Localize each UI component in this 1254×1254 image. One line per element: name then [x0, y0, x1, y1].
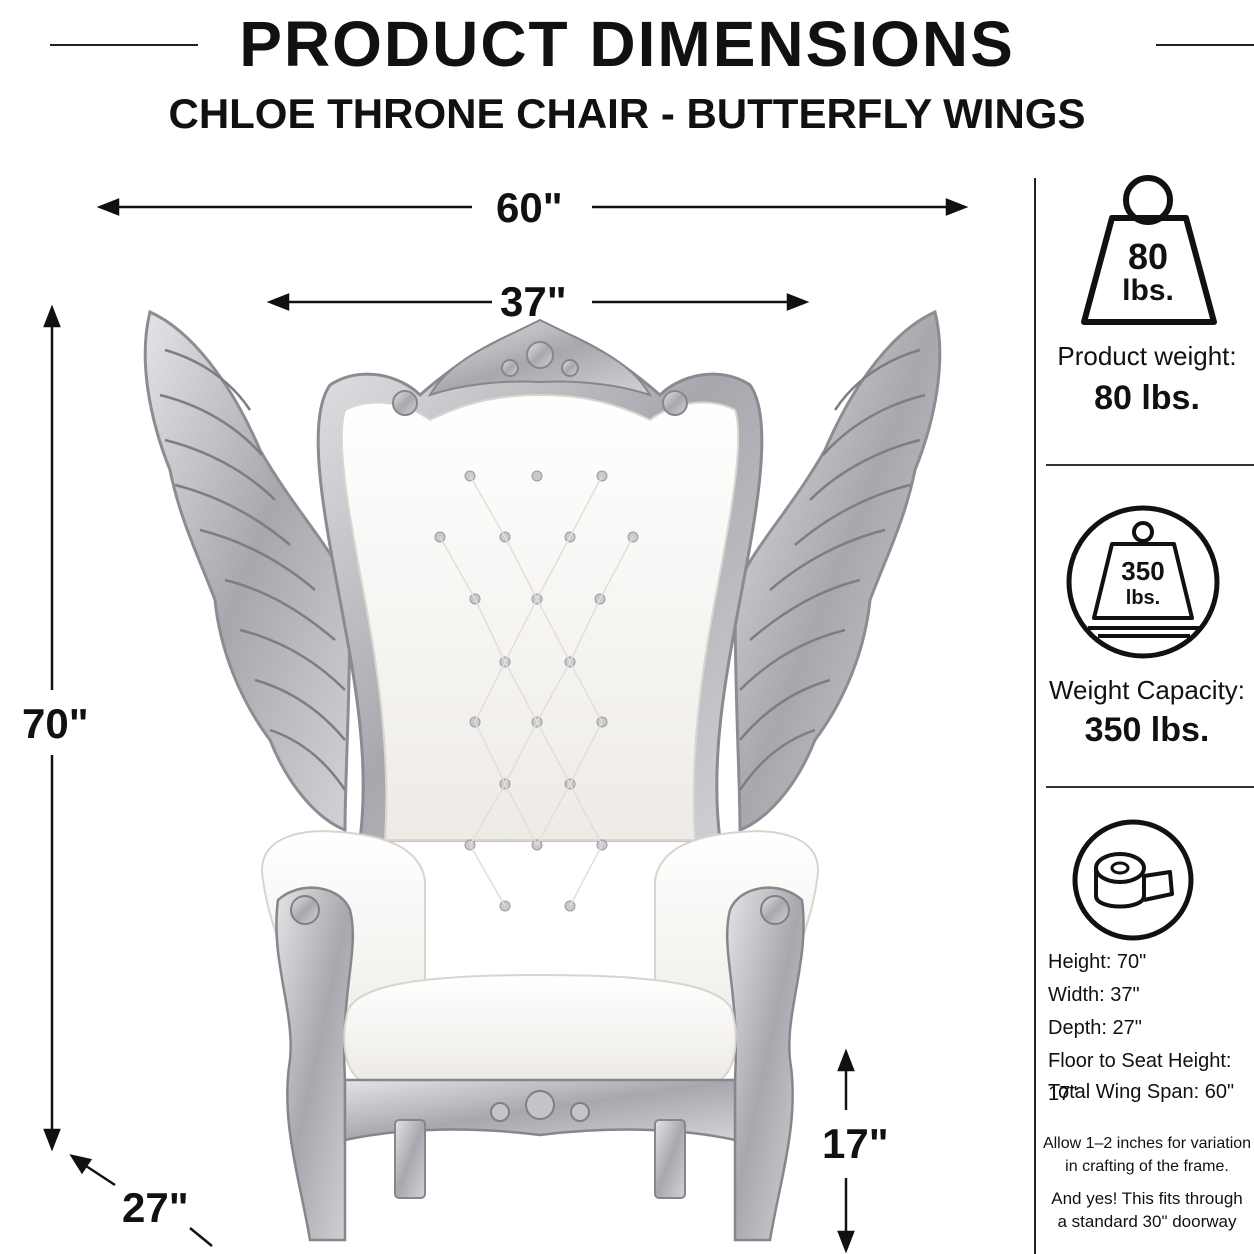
seat-apron — [343, 1078, 737, 1142]
height-label: 70" — [22, 700, 89, 747]
backrest-cushion — [340, 393, 740, 841]
panel-separator-1 — [1046, 464, 1254, 466]
spec-depth: Depth: 27" — [1048, 1017, 1142, 1039]
header-rule-left — [50, 44, 198, 46]
product-weight-label: Product weight: — [1057, 341, 1237, 371]
crest-ornament — [392, 318, 688, 416]
product-weight-value: 80 lbs. — [1094, 379, 1200, 417]
capacity-icon-unit: lbs. — [1125, 587, 1161, 609]
doorway-note-line2: a standard 30" doorway — [1057, 1212, 1237, 1231]
page-subtitle: CHLOE THRONE CHAIR - BUTTERFLY WINGS — [168, 90, 1086, 137]
panel-divider — [1034, 178, 1036, 1254]
wing-span-label: 60" — [496, 184, 563, 231]
weight-icon-value: 80 — [1127, 236, 1169, 277]
chair-legs — [394, 1119, 686, 1199]
depth-label: 27" — [122, 1184, 189, 1231]
right-wing — [733, 309, 942, 833]
spec-seat-height: Floor to Seat Height: 17" — [1048, 1050, 1232, 1105]
throne-chair-illustration — [43, 198, 969, 1254]
spec-height: Height: 70" — [1048, 951, 1147, 973]
header-rule-right — [1156, 44, 1254, 46]
capacity-icon-value: 350 — [1121, 556, 1165, 586]
weight-icon-unit: lbs. — [1122, 274, 1174, 307]
page-title: PRODUCT DIMENSIONS — [239, 8, 1015, 80]
seat-height-label: 17" — [822, 1120, 889, 1167]
weight-capacity-value: 350 lbs. — [1084, 711, 1210, 749]
variation-note-line2: in crafting of the frame. — [1065, 1158, 1229, 1175]
weight-capacity-label: Weight Capacity: — [1048, 675, 1246, 705]
doorway-note-line1: And yes! This fits through — [1051, 1189, 1243, 1208]
spec-wing-span: Total Wing Span: 60" — [1048, 1081, 1235, 1103]
width-label: 37" — [500, 278, 567, 325]
left-arm — [260, 830, 426, 1242]
seat-cushion — [343, 973, 737, 1081]
panel-separator-2 — [1046, 786, 1254, 788]
spec-width: Width: 37" — [1048, 984, 1140, 1006]
dimension-lines — [43, 198, 969, 1254]
tufting-lines — [439, 475, 634, 907]
variation-note-line1: Allow 1–2 inches for variation — [1042, 1135, 1252, 1152]
left-wing — [143, 309, 352, 833]
